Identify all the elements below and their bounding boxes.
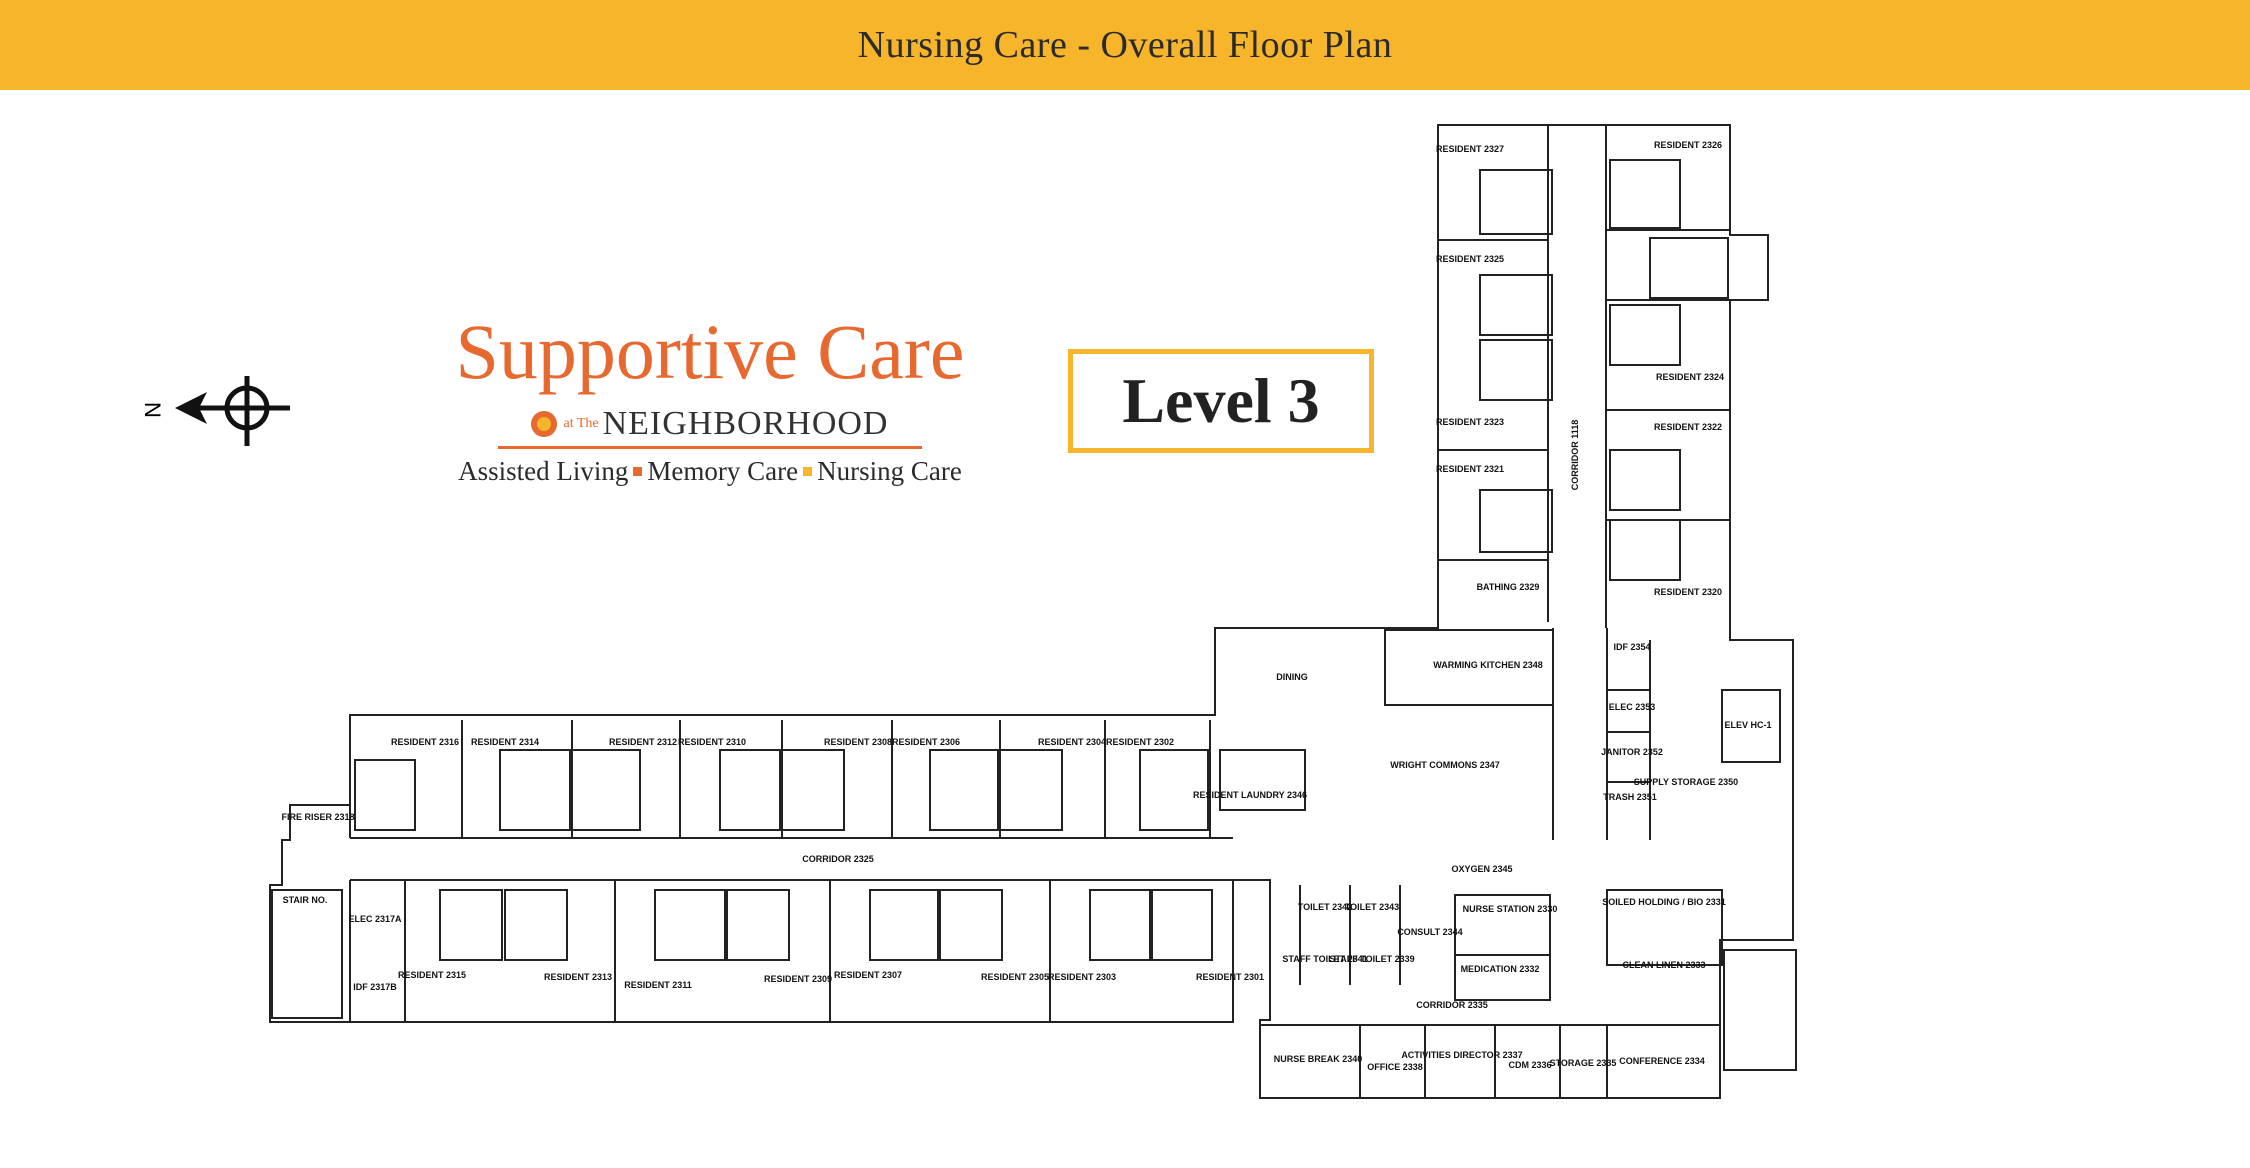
- room-label-2313: RESIDENT 2313: [544, 972, 612, 982]
- north-arrow: N: [135, 368, 295, 448]
- room-label-2306: RESIDENT 2306: [892, 737, 960, 747]
- room-label-idf-2354: IDF 2354: [1613, 642, 1650, 652]
- room-label-2312: RESIDENT 2312: [609, 737, 677, 747]
- room-label-medication: MEDICATION 2332: [1461, 964, 1540, 974]
- room-label-2302: RESIDENT 2302: [1106, 737, 1174, 747]
- room-label-conference: CONFERENCE 2334: [1619, 1056, 1705, 1066]
- room-label-2310: RESIDENT 2310: [678, 737, 746, 747]
- room-label-2304: RESIDENT 2304: [1038, 737, 1106, 747]
- sun-icon: [531, 411, 558, 437]
- room-label-laundry: RESIDENT LAUNDRY 2346: [1193, 790, 1307, 800]
- room-label-nurse-station: NURSE STATION 2330: [1463, 904, 1558, 914]
- yellow-square-icon: [803, 467, 813, 477]
- room-label-2325: RESIDENT 2325: [1436, 254, 1504, 264]
- room-label-2301: RESIDENT 2301: [1196, 972, 1264, 982]
- room-label-office: OFFICE 2338: [1367, 1062, 1423, 1072]
- orange-square-icon: [633, 467, 643, 477]
- room-label-warming-kitchen: WARMING KITCHEN 2348: [1433, 660, 1543, 670]
- room-label-2315: RESIDENT 2315: [398, 970, 466, 980]
- room-label-2307: RESIDENT 2307: [834, 970, 902, 980]
- room-label-dining: DINING: [1276, 672, 1308, 682]
- logo-subtitle: at The NEIGHBORHOOD: [430, 404, 990, 444]
- room-label-2324: RESIDENT 2324: [1656, 372, 1724, 382]
- room-label-staff-toilet-2339: STAFF TOILET 2339: [1329, 954, 1414, 964]
- room-label-soiled-holding: SOILED HOLDING / BIO 2331: [1602, 897, 1726, 907]
- room-label-stair: STAIR NO.: [283, 895, 328, 905]
- level-badge: Level 3: [1068, 349, 1374, 453]
- service-memory-care: Memory Care: [647, 456, 799, 486]
- room-label-elevator: ELEV HC-1: [1724, 720, 1771, 730]
- room-label-elec-2317a: ELEC 2317A: [348, 914, 402, 924]
- room-label-oxygen: OXYGEN 2345: [1451, 864, 1512, 874]
- room-label-staff-toilet-2341: STAFF TOILET 2341: [1282, 954, 1367, 964]
- room-label-2320: RESIDENT 2320: [1654, 587, 1722, 597]
- room-label-2311: RESIDENT 2311: [624, 980, 692, 990]
- level-label: Level 3: [1122, 365, 1320, 436]
- room-label-trash: TRASH 2351: [1603, 792, 1657, 802]
- room-label-2321: RESIDENT 2321: [1436, 464, 1504, 474]
- logo-at-the: at The: [563, 416, 599, 431]
- room-label-clean-linen: CLEAN LINEN 2333: [1622, 960, 1705, 970]
- room-label-toilet-2342: TOILET 2342: [1298, 902, 1352, 912]
- room-label-2326: RESIDENT 2326: [1654, 140, 1722, 150]
- room-label-janitor: JANITOR 2352: [1601, 747, 1663, 757]
- room-label-2314: RESIDENT 2314: [471, 737, 539, 747]
- room-label-elec-2353: ELEC 2353: [1609, 702, 1656, 712]
- room-label-commons: WRIGHT COMMONS 2347: [1390, 760, 1500, 770]
- room-label-2309: RESIDENT 2309: [764, 974, 832, 984]
- room-label-corridor-north: CORRIDOR 1118: [1570, 420, 1580, 491]
- room-label-consult: CONSULT 2344: [1397, 927, 1462, 937]
- room-label-activities: ACTIVITIES DIRECTOR 2337: [1401, 1050, 1522, 1060]
- logo-title: Supportive Care: [455, 308, 965, 395]
- room-label-2305: RESIDENT 2305: [981, 972, 1049, 982]
- room-label-fire-riser: FIRE RISER 2318: [281, 812, 354, 822]
- room-label-corridor-west: CORRIDOR 2325: [802, 854, 874, 864]
- room-label-2322: RESIDENT 2322: [1654, 422, 1722, 432]
- room-label-corridor-south: CORRIDOR 2335: [1416, 1000, 1488, 1010]
- logo-services: Assisted Living Memory Care Nursing Care: [430, 456, 990, 487]
- north-wing-outline: [269, 124, 1794, 1099]
- logo-neighborhood: NEIGHBORHOOD: [602, 405, 889, 442]
- supportive-care-logo: Supportive Care at The NEIGHBORHOOD Assi…: [430, 310, 990, 490]
- room-label-2303: RESIDENT 2303: [1048, 972, 1116, 982]
- room-label-supply: SUPPLY STORAGE 2350: [1634, 777, 1738, 787]
- room-label-2323: RESIDENT 2323: [1436, 417, 1504, 427]
- room-label-idf-2317b: IDF 2317B: [353, 982, 397, 992]
- room-label-bathing: BATHING 2329: [1477, 582, 1540, 592]
- room-label-toilet-2343: TOILET 2343: [1345, 902, 1399, 912]
- room-label-nurse-break: NURSE BREAK 2340: [1274, 1054, 1363, 1064]
- room-label-2308: RESIDENT 2308: [824, 737, 892, 747]
- north-label: N: [140, 402, 165, 418]
- room-label-2327: RESIDENT 2327: [1436, 144, 1504, 154]
- north-arrow-icon: N: [140, 376, 290, 446]
- page-title: Nursing Care - Overall Floor Plan: [857, 24, 1393, 66]
- service-nursing-care: Nursing Care: [817, 456, 962, 486]
- service-assisted-living: Assisted Living: [458, 456, 629, 486]
- room-label-storage: STORAGE 2335: [1550, 1058, 1617, 1068]
- room-label-2316: RESIDENT 2316: [391, 737, 459, 747]
- room-label-cdm: CDM 2336: [1508, 1060, 1551, 1070]
- header-banner: Nursing Care - Overall Floor Plan: [0, 0, 2250, 90]
- logo-divider: [498, 446, 922, 449]
